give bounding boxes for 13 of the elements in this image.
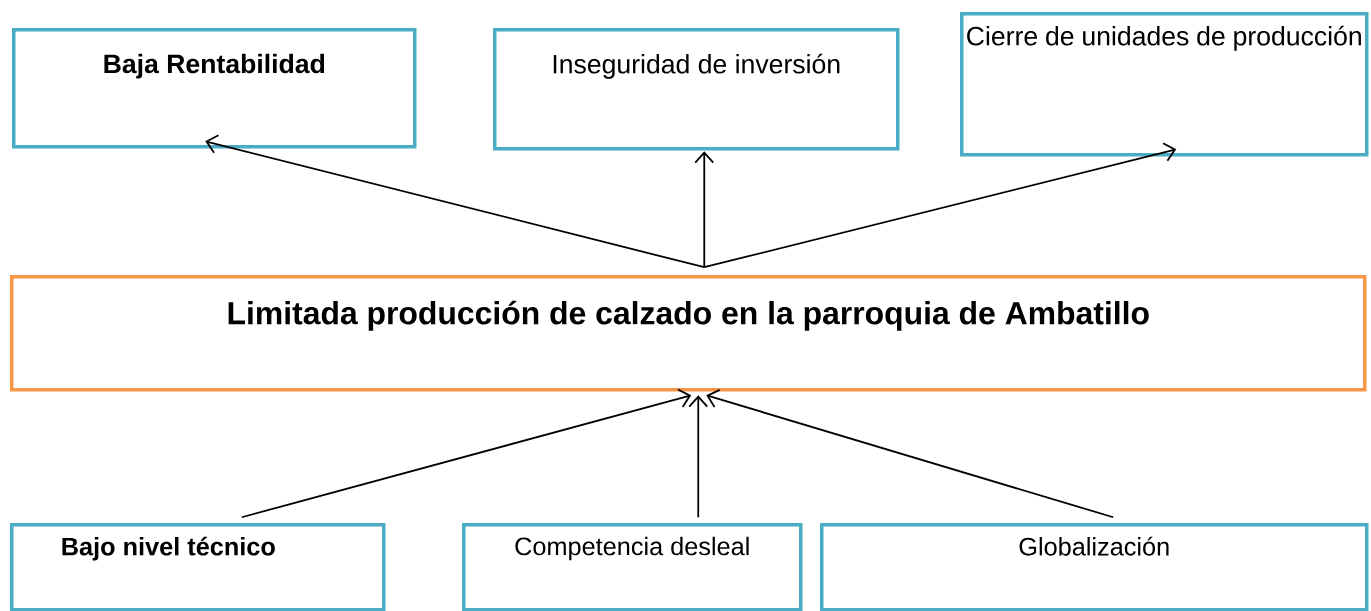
cause-box: Bajo nivel técnico <box>10 523 386 611</box>
arrow <box>240 388 692 519</box>
arrow <box>703 142 1177 269</box>
problem-box: Limitada producción de calzado en la parroquia de Ambatillo <box>10 275 1367 392</box>
cause-box: Globalización <box>820 523 1369 611</box>
arrow <box>694 151 715 269</box>
effect-box: Inseguridad de inversión <box>493 28 900 151</box>
effect-box: Cierre de unidades de producción <box>960 12 1369 157</box>
arrow <box>688 395 709 519</box>
arrow <box>706 389 1115 519</box>
cause-box: Competencia desleal <box>462 523 803 611</box>
arrow <box>205 134 706 269</box>
effect-box: Baja Rentabilidad <box>12 28 417 149</box>
